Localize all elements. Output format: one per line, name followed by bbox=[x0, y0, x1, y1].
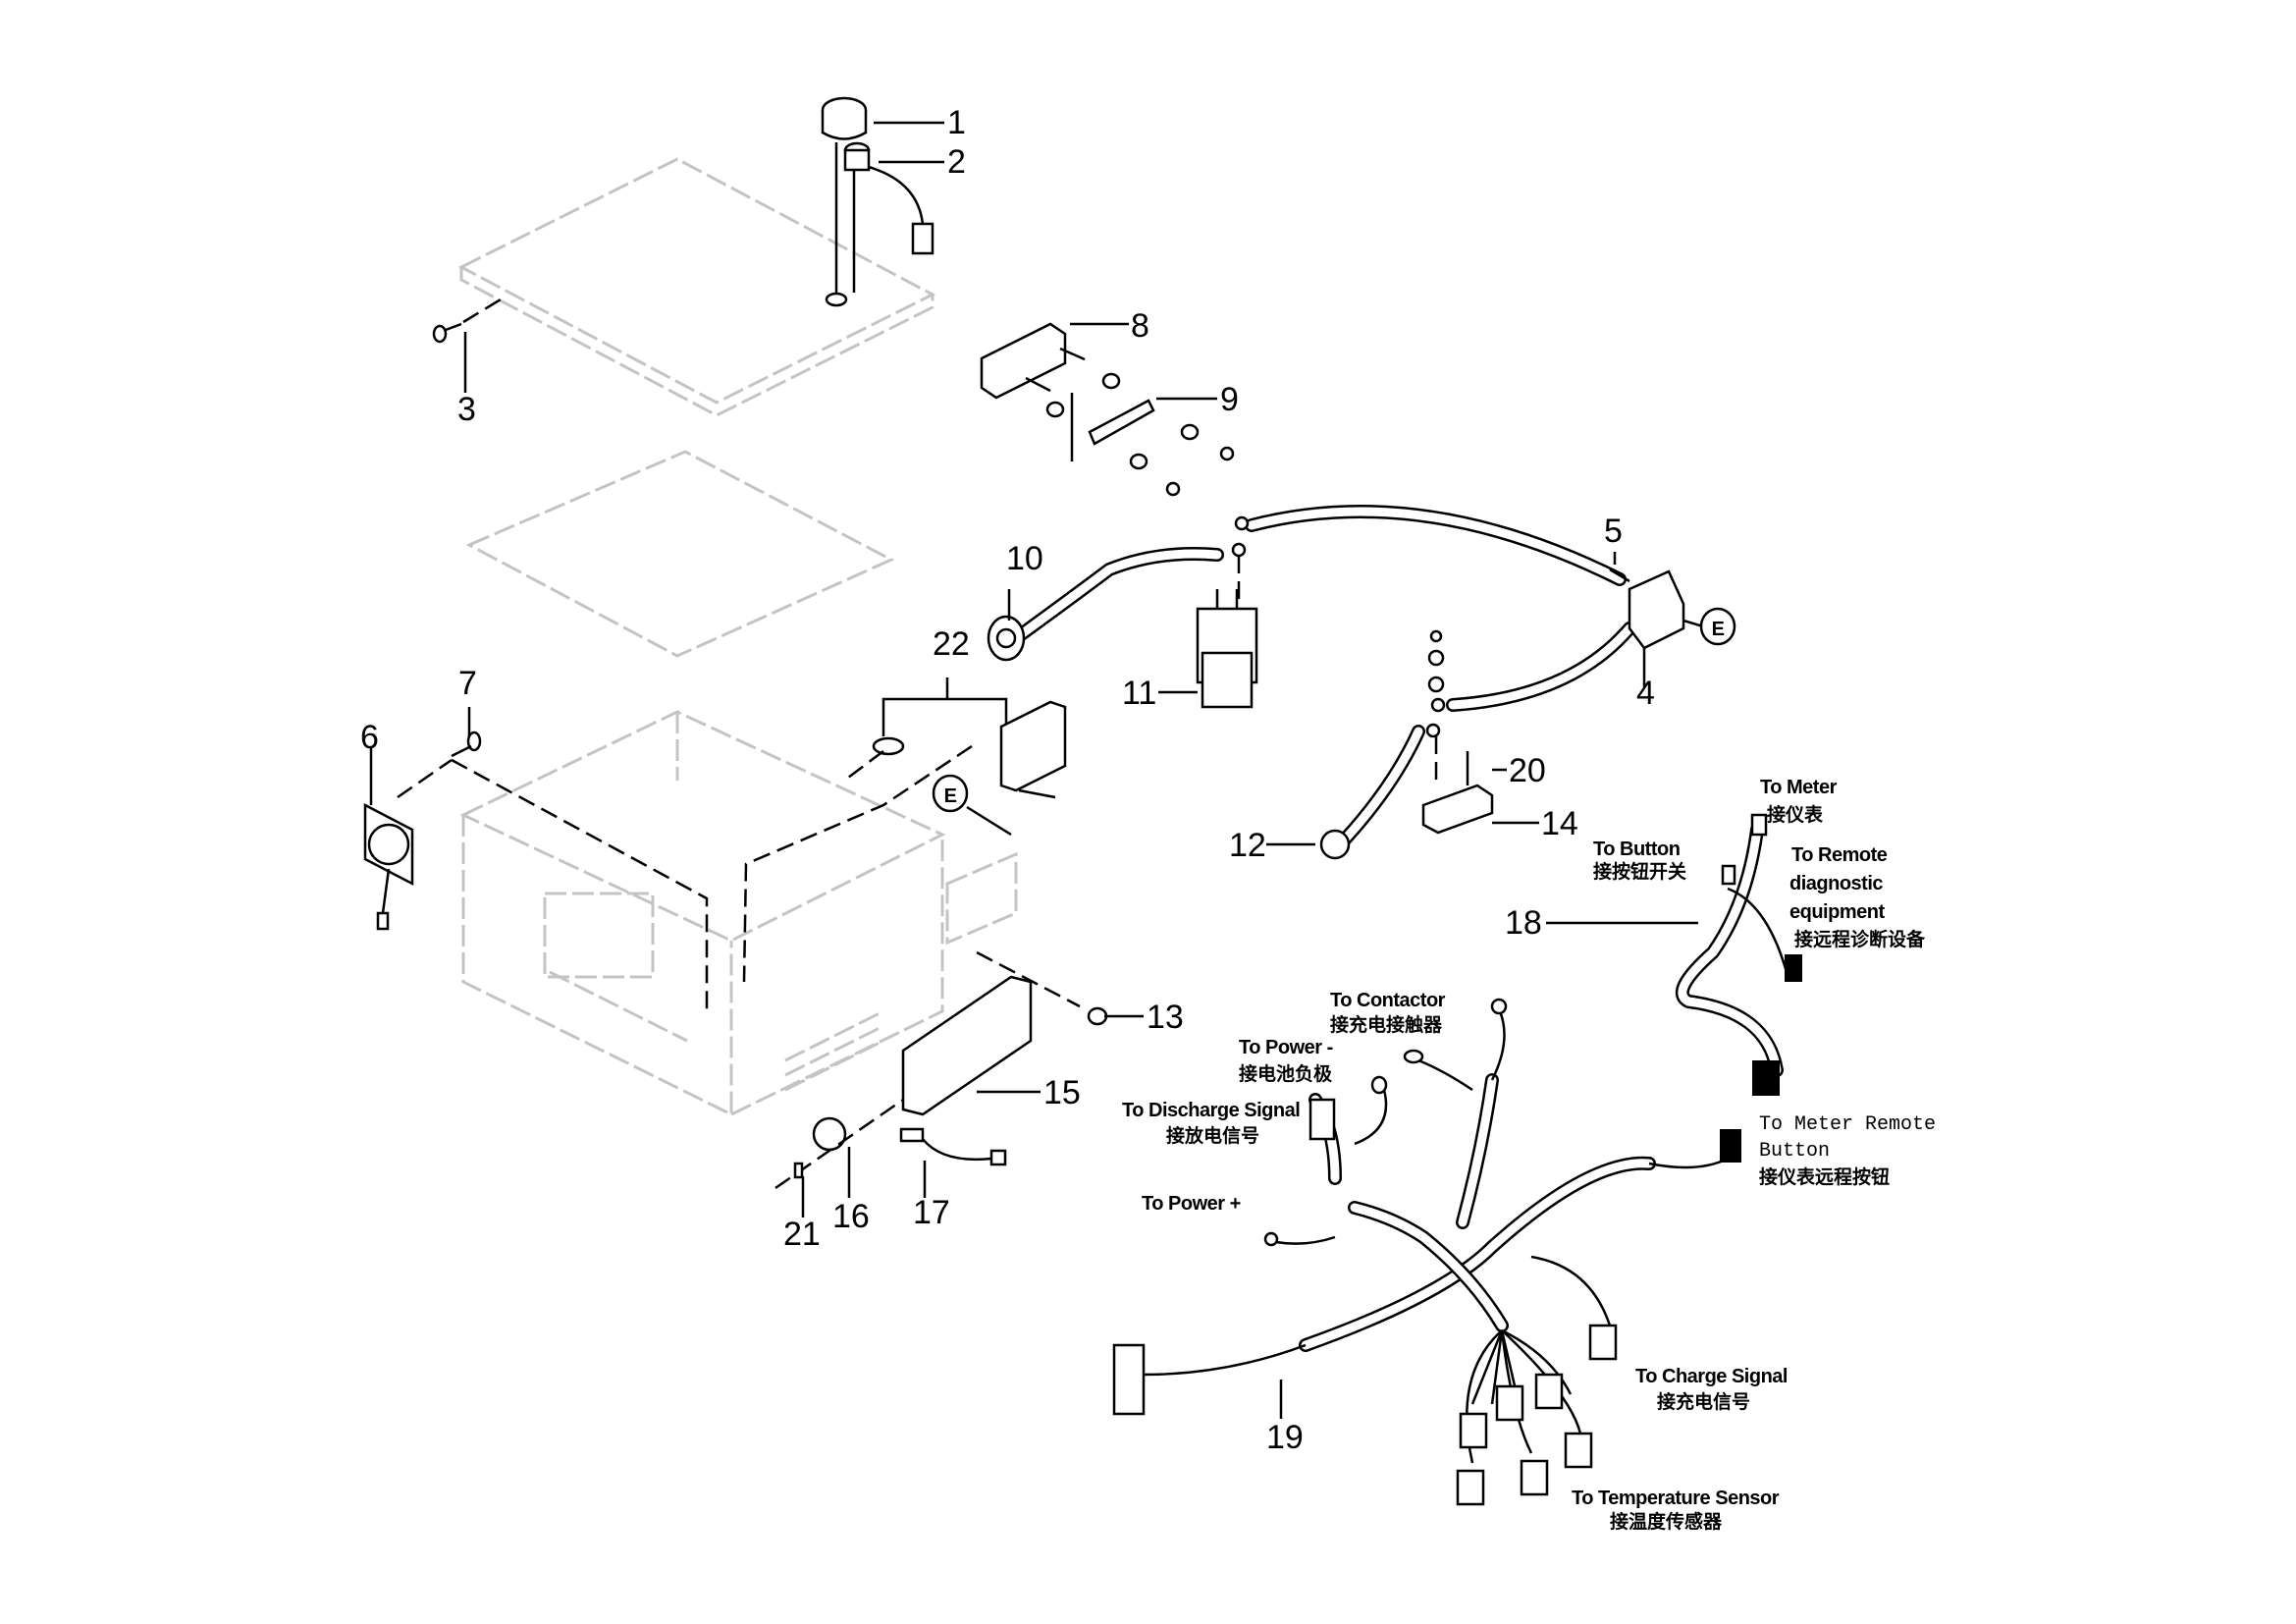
cable-10 bbox=[987, 542, 1247, 662]
callout-2: 2 bbox=[947, 143, 966, 181]
part-17-lead bbox=[899, 1127, 1007, 1166]
callout-17: 17 bbox=[913, 1194, 950, 1231]
part-3-screw bbox=[432, 295, 507, 344]
annotation-en: To Temperature Sensor bbox=[1572, 1488, 1780, 1509]
reference-marker-e-right: E bbox=[1699, 607, 1736, 646]
callout-16: 16 bbox=[832, 1198, 870, 1235]
annotation-en: To Power - bbox=[1239, 1037, 1333, 1058]
part-8-9-bracket bbox=[980, 322, 1235, 497]
callout-10: 10 bbox=[1006, 540, 1043, 577]
part-2-sensor bbox=[843, 141, 934, 293]
annotation-to-meter-remote-button: To Meter Remote Button 接仪表远程按钮 bbox=[1759, 1113, 1936, 1188]
callout-7: 7 bbox=[458, 665, 477, 702]
harness-18 bbox=[1675, 813, 1802, 1096]
part-6-fan bbox=[363, 802, 414, 931]
harness-19 bbox=[1112, 998, 1741, 1506]
part-15-controller bbox=[901, 950, 1108, 1116]
cable-4-lower bbox=[1430, 622, 1636, 713]
annotation-cn: 接按钮开关 bbox=[1593, 860, 1686, 883]
callout-6: 6 bbox=[360, 719, 379, 756]
marker-e-text: E bbox=[1712, 619, 1725, 640]
annotation-en-2: Button bbox=[1759, 1140, 1830, 1163]
gasket-plate-ghost bbox=[465, 450, 895, 658]
callout-4: 4 bbox=[1636, 675, 1655, 712]
bracket-ghost bbox=[945, 851, 1018, 946]
annotation-en-3: equipment bbox=[1789, 901, 1885, 923]
callout-19: 19 bbox=[1266, 1419, 1304, 1456]
callout-3: 3 bbox=[457, 391, 476, 428]
annotation-to-meter: To Meter 接仪表 bbox=[1760, 777, 1838, 826]
callout-18: 18 bbox=[1505, 904, 1542, 942]
washer-stack bbox=[1427, 629, 1445, 785]
leader-lines bbox=[369, 121, 1698, 1419]
callout-9: 9 bbox=[1220, 381, 1239, 418]
annotation-to-contactor: To Contactor 接充电接触器 bbox=[1330, 990, 1446, 1036]
callout-22: 22 bbox=[933, 625, 970, 663]
annotation-to-power-positive: To Power + bbox=[1142, 1193, 1241, 1215]
part-14-block bbox=[1421, 751, 1494, 835]
annotation-to-remote: To Remote diagnostic equipment 接远程诊断设备 bbox=[1789, 844, 1926, 950]
callout-numbers: 1 2 3 4 5 6 7 8 9 10 11 12 13 14 15 16 1… bbox=[360, 104, 1655, 1456]
annotation-en-2: diagnostic bbox=[1789, 873, 1883, 894]
callout-13: 13 bbox=[1147, 999, 1184, 1036]
cover-plate-ghost bbox=[457, 157, 936, 417]
part-4-fuse-holder bbox=[1609, 568, 1704, 650]
annotation-cn: 接充电信号 bbox=[1657, 1390, 1750, 1413]
annotation-cn: 接放电信号 bbox=[1166, 1124, 1259, 1147]
callout-11: 11 bbox=[1122, 675, 1156, 712]
annotation-cn: 接温度传感器 bbox=[1610, 1510, 1723, 1533]
annotation-to-button: To Button 接按钮开关 bbox=[1593, 839, 1686, 883]
marker-e-text: E bbox=[944, 785, 957, 807]
annotation-cn: 接远程诊断设备 bbox=[1794, 928, 1926, 950]
annotation-cn: 接仪表 bbox=[1767, 803, 1824, 826]
annotation-cn: 接充电接触器 bbox=[1330, 1013, 1443, 1036]
annotation-en: To Power + bbox=[1142, 1193, 1241, 1215]
callout-15: 15 bbox=[1043, 1074, 1081, 1111]
annotation-to-charge-signal: To Charge Signal 接充电信号 bbox=[1635, 1366, 1788, 1413]
annotation-en: To Meter bbox=[1760, 777, 1838, 798]
annotation-en-1: To Remote bbox=[1791, 844, 1888, 866]
annotation-cn: 接仪表远程按钮 bbox=[1759, 1165, 1890, 1188]
part-1-meter bbox=[821, 96, 868, 307]
annotation-en: To Discharge Signal bbox=[1122, 1100, 1300, 1121]
callout-21: 21 bbox=[783, 1216, 821, 1253]
callout-8: 8 bbox=[1131, 307, 1149, 345]
annotation-en: To Charge Signal bbox=[1635, 1366, 1788, 1387]
annotation-to-temperature-sensor: To Temperature Sensor 接温度传感器 bbox=[1572, 1488, 1780, 1533]
annotation-to-discharge-signal: To Discharge Signal 接放电信号 bbox=[1122, 1100, 1301, 1147]
part-21-pin bbox=[793, 1162, 804, 1179]
annotation-cn: 接电池负极 bbox=[1239, 1062, 1333, 1085]
part-22-module bbox=[843, 700, 1067, 799]
cable-4-upper bbox=[1234, 505, 1627, 586]
part-7-screw bbox=[397, 731, 973, 1011]
annotation-en-1: To Meter Remote bbox=[1759, 1113, 1936, 1136]
callout-20: 20 bbox=[1509, 752, 1546, 789]
callout-5: 5 bbox=[1604, 513, 1623, 550]
annotation-en: To Button bbox=[1593, 839, 1680, 860]
callout-12: 12 bbox=[1229, 827, 1266, 864]
callout-14: 14 bbox=[1541, 805, 1578, 842]
part-11-contactor bbox=[1196, 589, 1258, 709]
annotation-en: To Contactor bbox=[1330, 990, 1446, 1011]
cable-12 bbox=[1319, 723, 1441, 860]
callout-1: 1 bbox=[947, 104, 966, 141]
reference-marker-e-left: E bbox=[932, 774, 1012, 837]
enclosure-box-ghost bbox=[459, 710, 946, 1117]
annotation-to-power-negative: To Power - 接电池负极 bbox=[1239, 1037, 1333, 1085]
